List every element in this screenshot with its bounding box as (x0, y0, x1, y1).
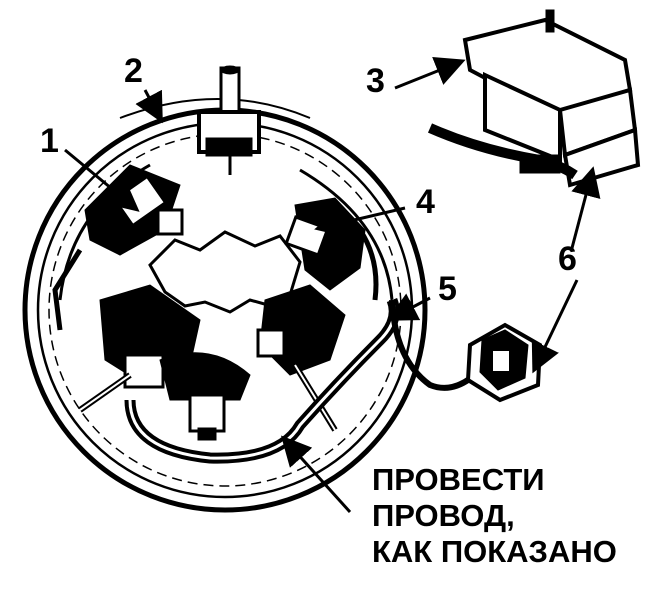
top-terminal-stud (197, 65, 261, 175)
leader-3 (394, 56, 466, 90)
wire-connector (465, 322, 543, 403)
brush-assembly-lower-right (256, 284, 346, 432)
leader-4 (314, 206, 406, 238)
leader-5 (386, 293, 431, 321)
leader-1 (64, 148, 140, 212)
bottom-terminal (159, 352, 251, 441)
callout-2: 2 (124, 52, 143, 90)
brush-assembly-upper-right (284, 197, 379, 301)
callout-6: 6 (558, 240, 577, 278)
leader-lines (64, 56, 601, 514)
separate-brush-holder (427, 9, 641, 188)
callout-4: 4 (416, 183, 435, 221)
leader-6a (570, 166, 601, 249)
instruction-line-1: ПРОВЕСТИ (372, 462, 545, 497)
instruction-line-2: ПРОВОД, (372, 498, 515, 533)
callout-1: 1 (40, 122, 59, 160)
leader-6b (531, 279, 579, 374)
callout-3: 3 (366, 62, 385, 100)
instruction-line-3: КАК ПОКАЗАНО (372, 534, 617, 569)
leader-2 (135, 89, 163, 124)
routing-instruction: ПРОВЕСТИ ПРОВОД, КАК ПОКАЗАНО (372, 462, 617, 570)
callout-5: 5 (438, 270, 457, 308)
leader-instruction (280, 435, 352, 514)
connector-lead (389, 299, 483, 391)
